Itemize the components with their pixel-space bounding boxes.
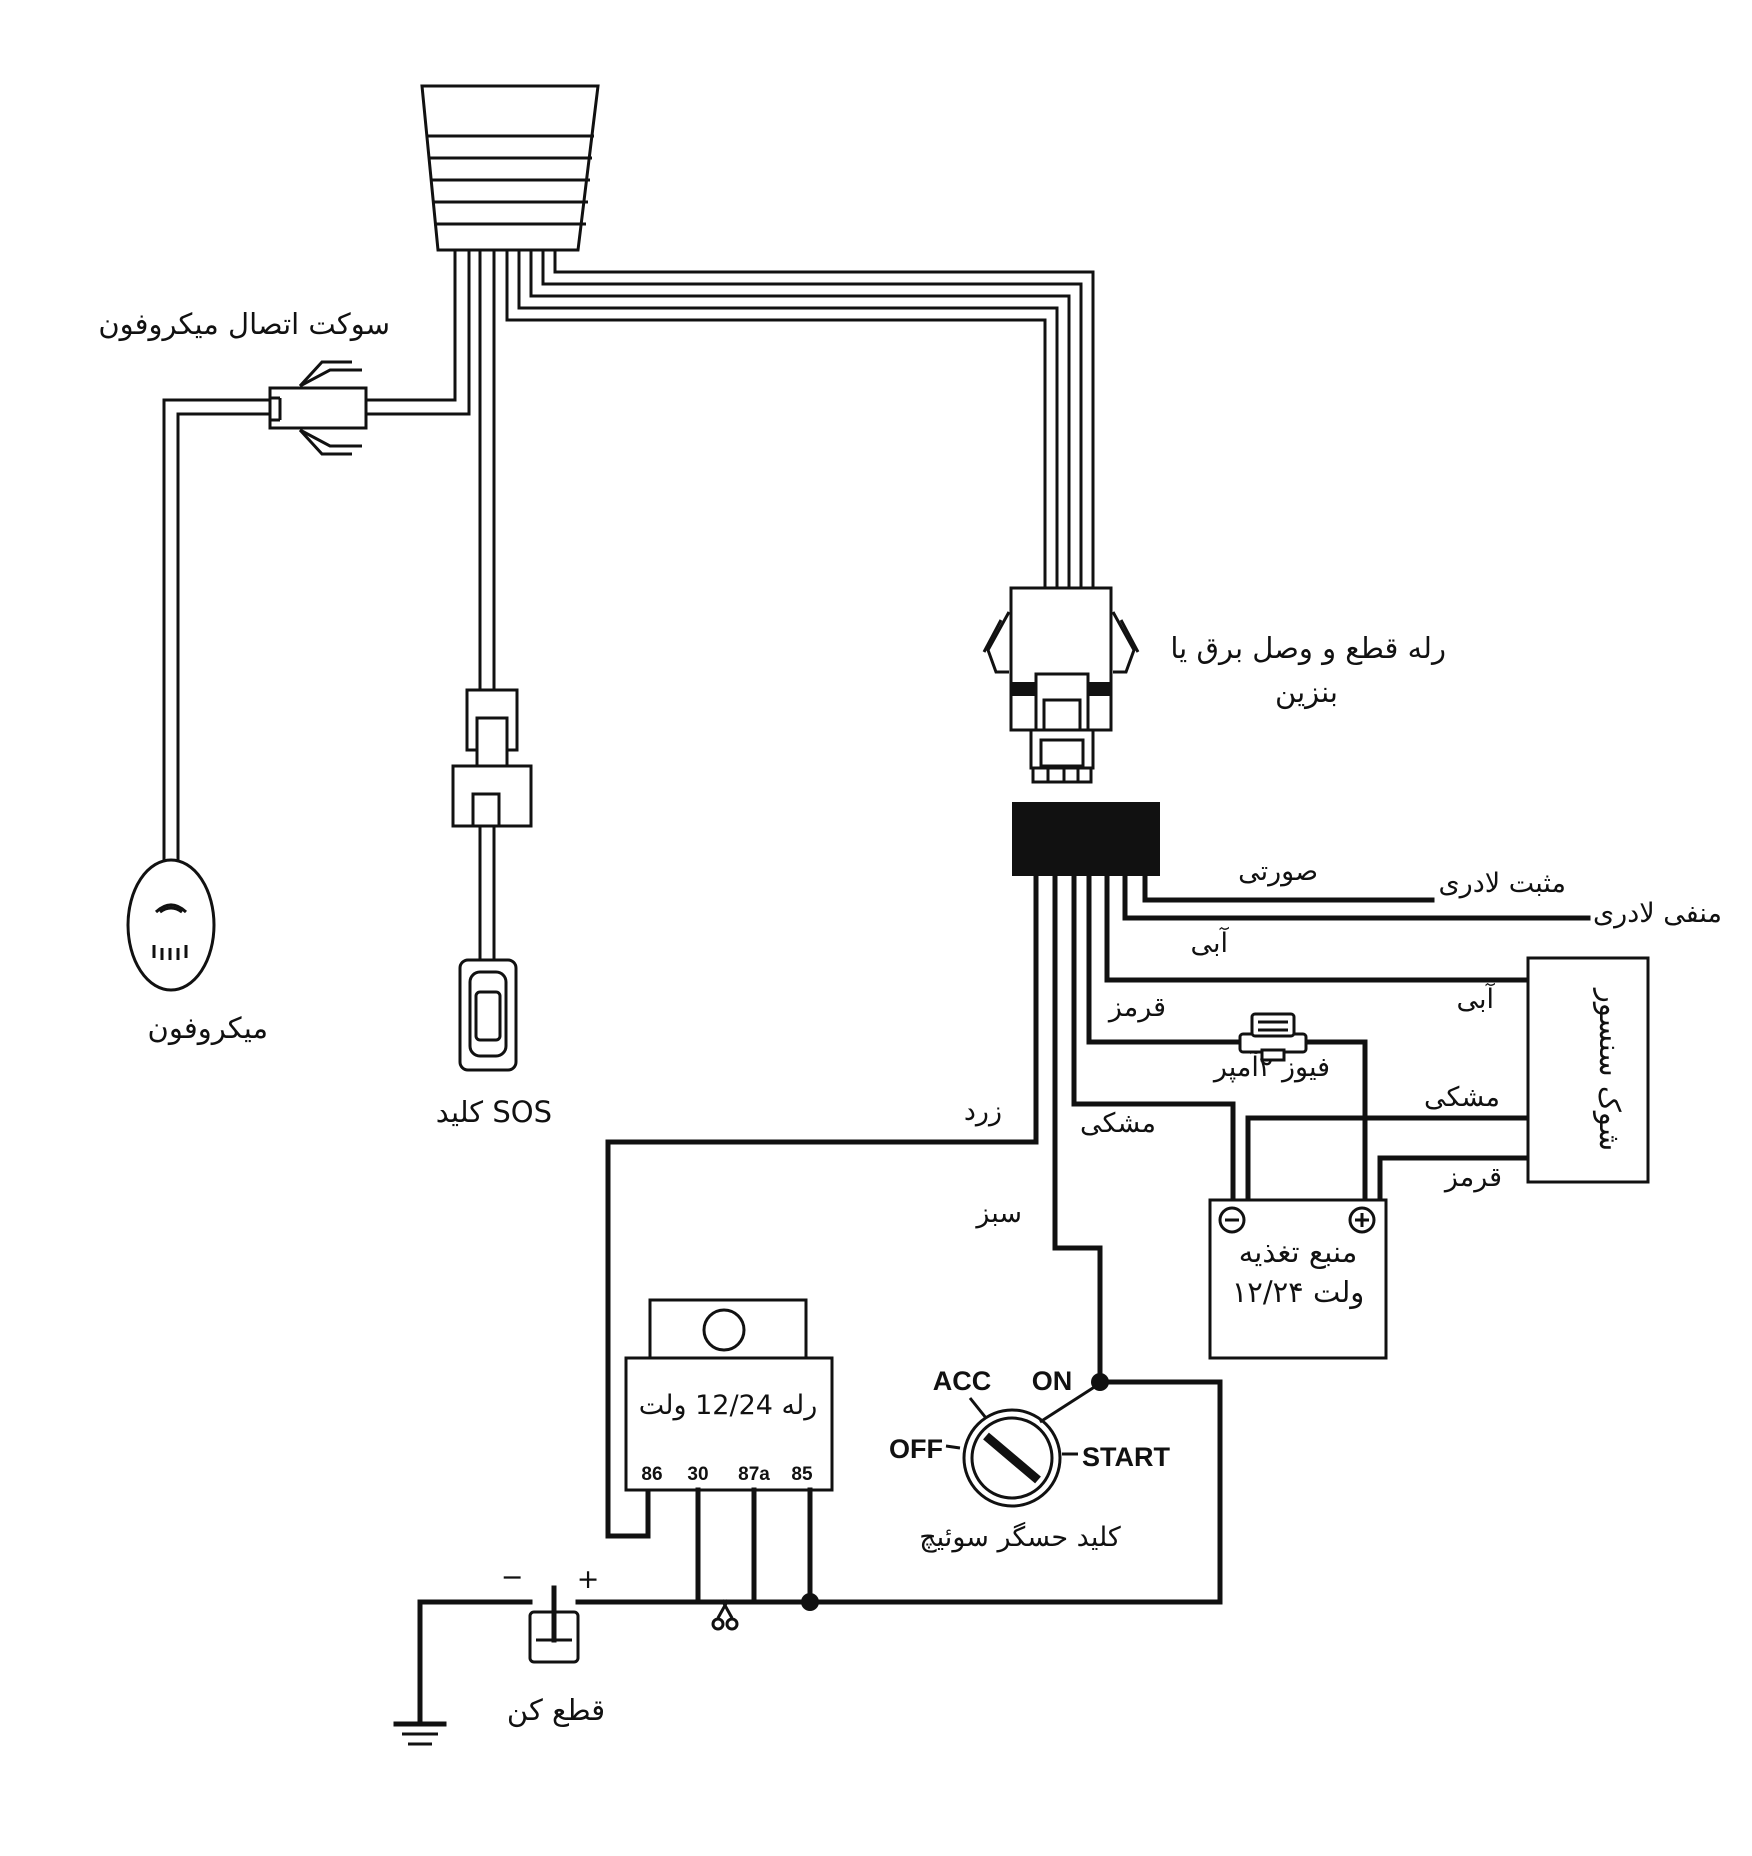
off-label: OFF <box>889 1434 943 1464</box>
sos-wires <box>478 250 496 962</box>
acc-label: ACC <box>933 1366 992 1396</box>
sos-button-icon[interactable] <box>458 958 518 1072</box>
pin-86-label: 86 <box>641 1464 662 1485</box>
junction-wires <box>605 873 1591 1539</box>
cut-relay <box>982 586 1140 784</box>
shock-sensor-label: شوک سنسور <box>1593 987 1627 1151</box>
sos-connector <box>451 688 533 828</box>
shock-sensor-box <box>1526 956 1650 1184</box>
ignition-switch-label: کلید حسگر سوئیچ <box>919 1521 1121 1553</box>
cutoff-label: قطع کن <box>507 1693 605 1727</box>
fuse-label: فیوز ۲آمپر <box>1212 1051 1330 1083</box>
wire-sorati-label: صورتی <box>1238 856 1318 887</box>
pin-30-label: 30 <box>687 1464 708 1485</box>
bundle-main-to-relay <box>505 250 1095 590</box>
mic-socket-wires <box>162 250 471 860</box>
relay-12-24 <box>624 1298 834 1605</box>
ground-circuit <box>417 1373 1223 1727</box>
fuse-icon <box>1238 1012 1308 1062</box>
junction-block <box>1012 802 1160 876</box>
wire-abi-label-2: آبی <box>1456 983 1495 1015</box>
sensor-supply-wires <box>1245 1115 1531 1203</box>
power-supply-label-2: ۱۲/۲۴ ولت <box>1232 1275 1365 1309</box>
power-supply-label-1: منبع تغذیه <box>1239 1235 1358 1269</box>
cutoff-switch-icon[interactable] <box>528 1585 580 1664</box>
sos-key-label: کلید SOS <box>436 1095 552 1129</box>
wire-abi-label-1: آبی <box>1190 927 1229 959</box>
ignition-switch-icon[interactable] <box>945 1384 1097 1508</box>
cutoff-plus-label: + <box>577 1564 600 1595</box>
ground-icon <box>393 1721 447 1746</box>
mic-socket-connector <box>268 360 368 456</box>
microphone-icon <box>126 858 216 992</box>
wire-sabz-label: سبز <box>974 1198 1022 1229</box>
pin-85-label: 85 <box>791 1464 813 1485</box>
scissors-icon <box>711 1599 739 1631</box>
main-unit <box>420 84 600 252</box>
wire-zard-label: زرد <box>964 1096 1002 1127</box>
relay-12-24-label: رله 12/24 ولت <box>639 1390 818 1421</box>
wire-ghermez-label-1: قرمز <box>1107 992 1166 1023</box>
relay-cut-label: رله قطع و وصل برق یا <box>1170 631 1446 665</box>
microphone-label: میکروفون <box>148 1011 268 1045</box>
ladder-negative-label: منفی لادری <box>1593 898 1722 929</box>
wire-meshki-label-2: مشکی <box>1424 1082 1500 1113</box>
start-label: START <box>1082 1442 1170 1472</box>
relay-cut-label-line2: بنزین <box>1275 675 1338 709</box>
on-label: ON <box>1032 1366 1073 1396</box>
ladder-positive-label: مثبت لادری <box>1439 868 1566 899</box>
cutoff-minus-label: − <box>501 1562 524 1593</box>
pin-87a-label: 87a <box>738 1464 770 1485</box>
wire-meshki-label-1: مشکی <box>1080 1108 1156 1139</box>
mic-socket-label: سوکت اتصال میکروفون <box>98 307 390 341</box>
wire-ghermez-label-2: قرمز <box>1443 1162 1502 1193</box>
power-supply <box>1208 1198 1388 1360</box>
